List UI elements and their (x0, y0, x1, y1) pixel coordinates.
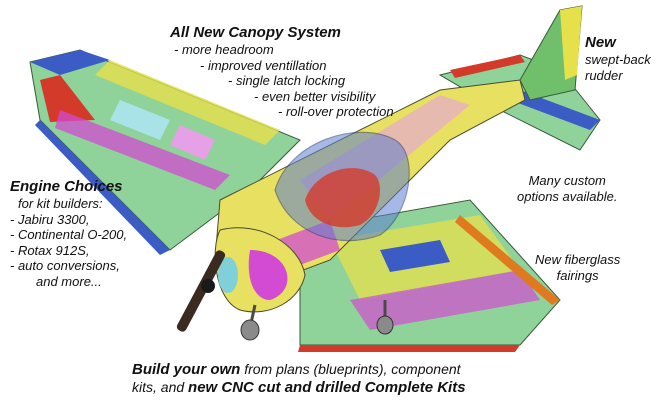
rudder-callout: New swept-back rudder (585, 34, 651, 83)
landing-gear (240, 300, 394, 341)
canopy-item-2: - improved ventillation (200, 57, 327, 73)
fairings-callout: New fiberglass fairings (535, 252, 620, 283)
options-line-2: options available. (517, 188, 618, 204)
engine-line-1: for kit builders: (18, 196, 103, 211)
engine-cowling (214, 227, 306, 313)
canopy (274, 131, 410, 242)
propeller (176, 250, 226, 332)
custom-options-callout: Many custom options available. (517, 173, 617, 204)
engine-line-3: - Continental O-200, (10, 227, 128, 243)
canopy-feature-callout: All New Canopy System - more headroom - … (170, 24, 394, 120)
build-bold-1: Build your own (132, 361, 241, 378)
fairings-line-1: New fiberglass (535, 252, 621, 267)
fairings-line-2: fairings (556, 267, 599, 283)
engine-line-2: - Jabiru 3300, (10, 211, 90, 227)
rudder-line-1: swept-back (585, 52, 651, 67)
rudder-line-2: rudder (585, 67, 623, 83)
options-line-1: Many custom (528, 173, 606, 188)
build-text-2: kits, and (132, 379, 189, 395)
build-options-caption: Build your own from plans (blueprints), … (132, 361, 466, 397)
canopy-item-5: - roll-over protection (278, 104, 394, 120)
engine-line-4: - Rotax 912S, (10, 242, 90, 258)
engine-choices-callout: Engine Choices for kit builders: - Jabir… (10, 178, 127, 290)
build-line-2: kits, and new CNC cut and drilled Comple… (132, 379, 466, 397)
engine-line-5: - auto conversions, (10, 258, 120, 274)
canopy-item-4: - even better visibility (254, 88, 376, 104)
engine-line-6: and more... (36, 273, 102, 289)
canopy-heading: All New Canopy System (170, 24, 341, 41)
engine-heading: Engine Choices (10, 178, 123, 195)
build-bold-3: Complete Kits (360, 379, 466, 396)
build-bold-2: new CNC cut and drilled (188, 379, 361, 396)
build-text-1: from plans (blueprints), component (240, 361, 461, 377)
canopy-item-3: - single latch locking (228, 73, 346, 89)
canopy-item-1: - more headroom (174, 42, 274, 57)
rudder (519, 5, 583, 101)
rudder-heading: New (585, 34, 616, 51)
